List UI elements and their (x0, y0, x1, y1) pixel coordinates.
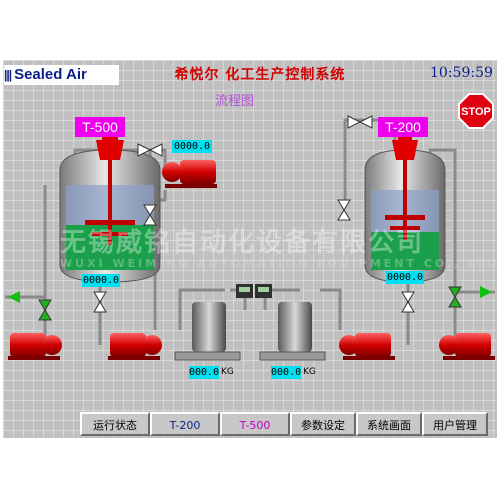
tab-run-status[interactable]: 运行状态 (80, 412, 150, 436)
pump-top-left (162, 160, 217, 188)
tank-t200-vessel (364, 128, 446, 283)
tab-parameters[interactable]: 参数设定 (290, 412, 356, 436)
pump-transfer-right (339, 333, 395, 360)
drum-left-weight: 000.0 (189, 366, 220, 379)
valves-open (38, 286, 462, 321)
valves (93, 115, 415, 313)
drum-right (259, 302, 326, 361)
t200-level-readout: 0000.0 (386, 271, 424, 284)
tab-system-screen[interactable]: 系统画面 (356, 412, 422, 436)
page-title: 希悦尔 化工生产控制系统 (174, 67, 346, 83)
page-subtitle: 流程图 (215, 94, 255, 109)
tank-label-t500: T-500 (75, 117, 125, 137)
stop-button[interactable]: STOP (458, 93, 494, 129)
drum-left-unit: KG (221, 367, 234, 377)
logo-text: Sealed Air (14, 66, 87, 83)
drum-left (174, 302, 241, 361)
tab-t500[interactable]: T-500 (220, 412, 290, 436)
t500-level-readout: 0000.0 (82, 274, 120, 287)
tank-label-t200: T-200 (378, 117, 428, 137)
pump-feed-left (8, 333, 62, 360)
stop-sign-icon: STOP (458, 93, 494, 129)
flow-arrows (8, 286, 492, 303)
logo-mark-icon: ||| (4, 68, 12, 82)
tab-user-management[interactable]: 用户管理 (422, 412, 488, 436)
company-logo: |||Sealed Air (4, 65, 119, 85)
tank-t500-vessel (59, 128, 161, 283)
clock: 10:59:59 (430, 65, 493, 81)
t500-agitator-readout: 0000.0 (172, 140, 212, 153)
drum-right-unit: KG (303, 367, 316, 377)
pump-transfer-left (108, 333, 162, 360)
pump-feed-right (439, 333, 495, 360)
stop-button-label: STOP (461, 106, 491, 118)
tab-t200[interactable]: T-200 (150, 412, 220, 436)
scale-indicators (236, 284, 272, 298)
drum-right-weight: 000.0 (271, 366, 302, 379)
